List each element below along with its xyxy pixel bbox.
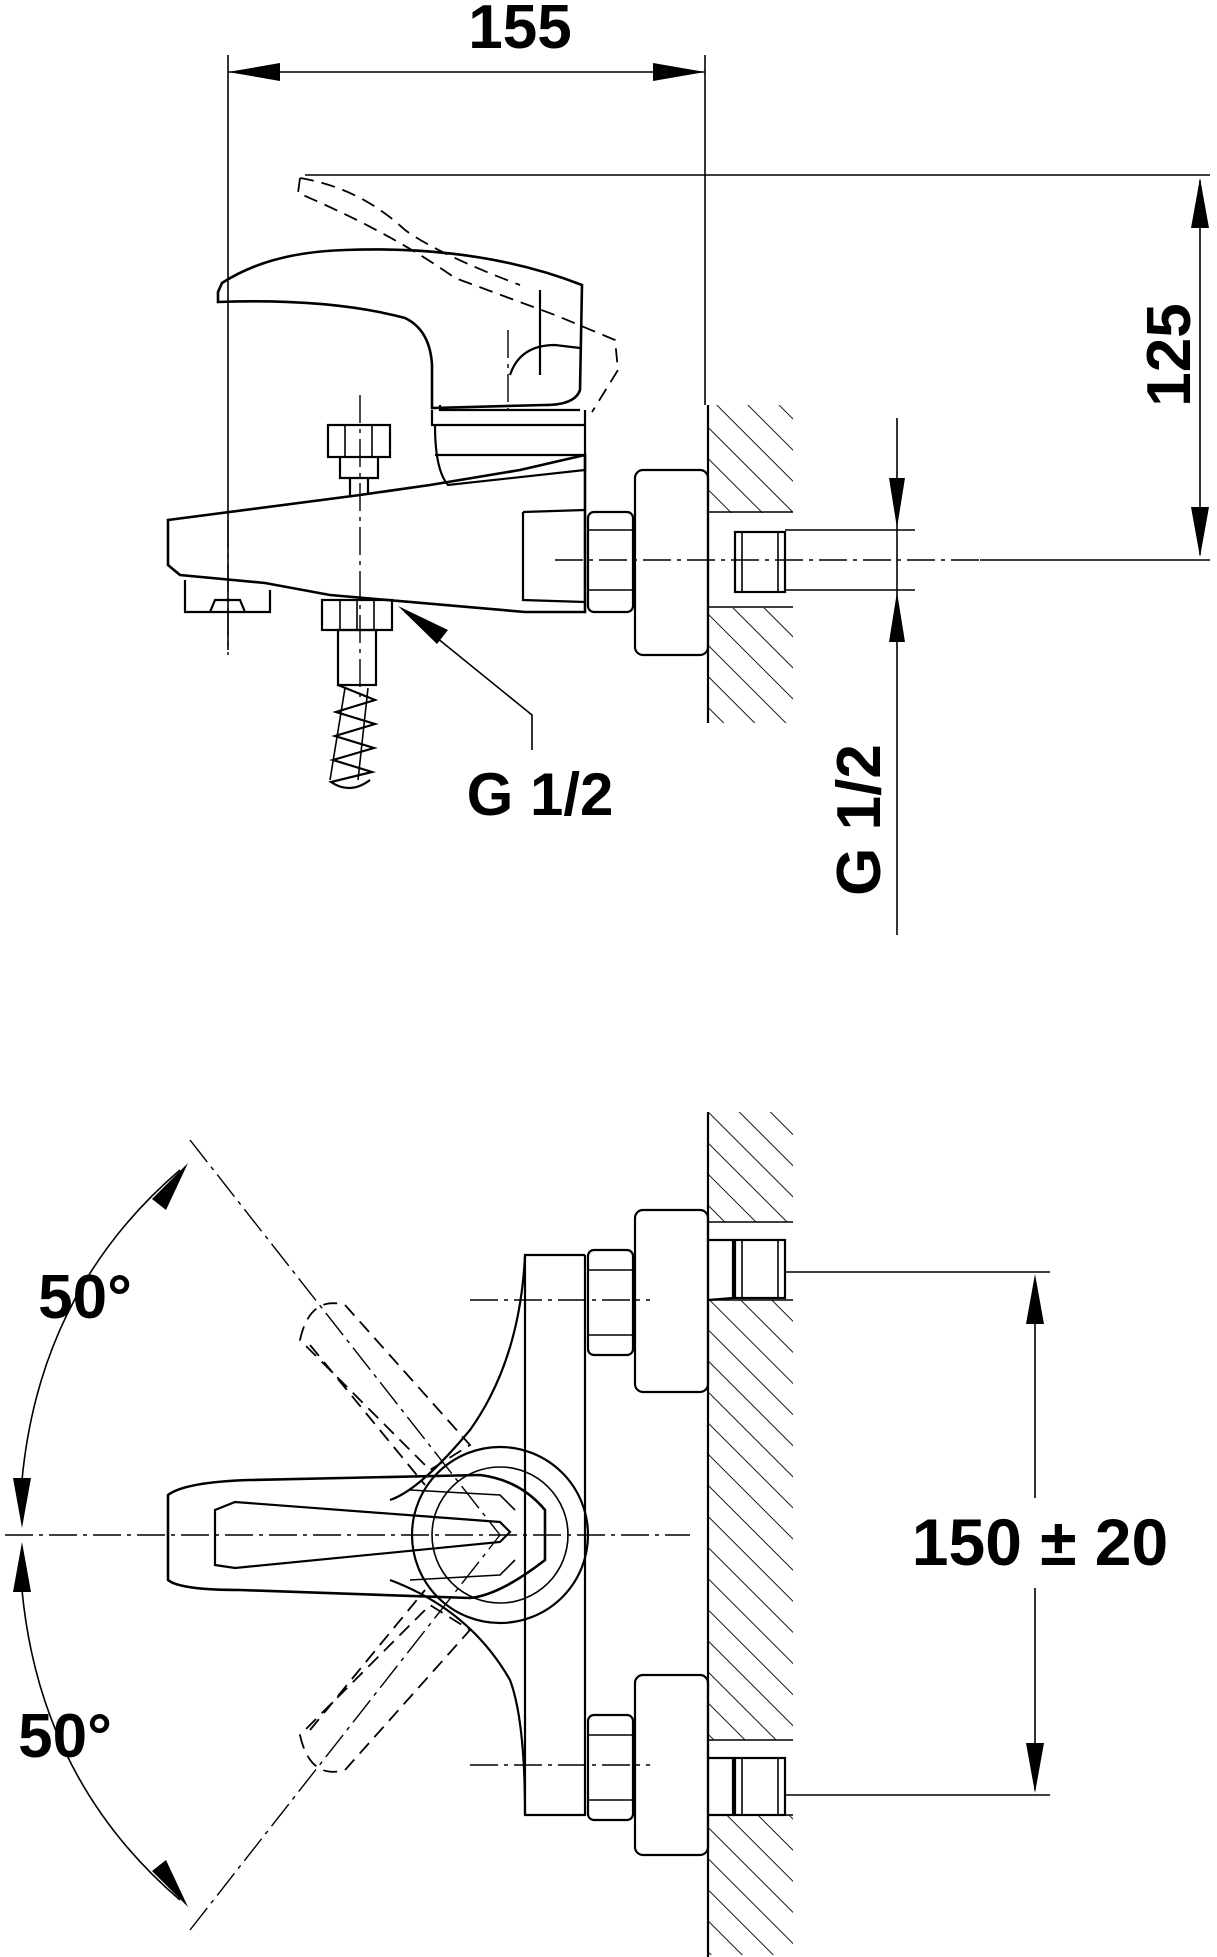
cartridge-body — [430, 410, 587, 487]
diverter-thread-label: G 1/2 — [467, 761, 614, 828]
centerlines-bottom — [5, 1139, 690, 1931]
dimension-diverter-thread: G 1/2 — [398, 606, 613, 828]
dimension-height-label: 125 — [1135, 303, 1204, 406]
inlet-connection-upper — [586, 1208, 787, 1394]
dimension-width: 155 — [227, 0, 706, 650]
dimension-height: 125 — [305, 174, 1210, 561]
angle-lower-label: 50° — [18, 1702, 112, 1771]
angle-dimension-upper: 50° — [13, 1163, 188, 1528]
inlet-thread-label: G 1/2 — [825, 744, 894, 896]
lever-rotated-outlines — [299, 1302, 472, 1773]
hose-connector — [320, 598, 394, 790]
handle-lever — [216, 248, 584, 412]
plan-view: 50° 50° 150 ± 20 — [5, 1112, 1168, 1957]
lever-plan — [166, 1473, 547, 1600]
side-view: 155 125 G 1/2 G 1/2 — [166, 0, 1210, 935]
wall-section-top — [706, 405, 793, 723]
dimension-inlet-spacing: 150 ± 20 — [785, 1271, 1168, 1796]
centerlines-top — [227, 330, 985, 700]
dimension-inlet-thread: G 1/2 — [785, 418, 915, 935]
inlet-connection-lower — [586, 1673, 787, 1857]
angle-upper-label: 50° — [38, 1263, 132, 1332]
handle-raised-outline — [297, 177, 619, 413]
diverter-knob — [326, 423, 392, 495]
inlet-connection-top — [586, 468, 787, 657]
angle-dimension-lower: 50° — [13, 1542, 188, 1907]
dimension-width-label: 155 — [468, 0, 571, 62]
inlet-spacing-label: 150 ± 20 — [912, 1505, 1168, 1579]
wall-section-bottom — [706, 1112, 793, 1957]
